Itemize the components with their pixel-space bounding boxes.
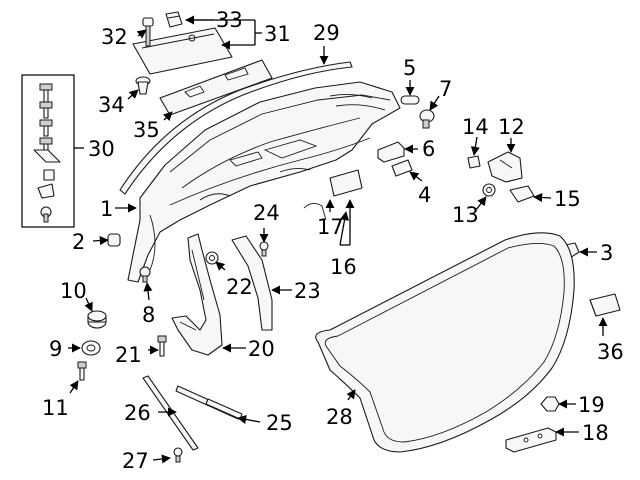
clip-2 (107, 233, 121, 247)
callout-10: 10 (60, 279, 87, 303)
callout-14: 14 (462, 115, 489, 139)
callout-8: 8 (142, 303, 155, 327)
stopper-10 (87, 310, 107, 329)
callout-1: 1 (100, 197, 113, 221)
callout-19: 19 (578, 393, 605, 417)
callout-13: 13 (452, 203, 479, 227)
callout-36: 36 (597, 340, 624, 364)
part-14 (467, 155, 481, 169)
license-plate-bracket (132, 27, 233, 75)
bracket-6 (377, 141, 405, 163)
clip-33 (165, 11, 183, 28)
part-5 (400, 95, 420, 105)
callout-16: 16 (330, 255, 357, 279)
callout-5: 5 (403, 56, 416, 80)
callout-23: 23 (294, 279, 321, 303)
clip-34 (135, 76, 151, 95)
callout-15: 15 (554, 187, 581, 211)
callout-labels: 1 2 3 4 5 6 7 8 9 10 11 12 13 14 15 16 1… (42, 8, 624, 473)
callout-21: 21 (115, 343, 142, 367)
strut-25 (175, 385, 243, 420)
callout-33: 33 (216, 8, 243, 32)
module-36 (589, 293, 621, 317)
part-7 (419, 109, 435, 129)
hinge-20 (171, 233, 223, 356)
lid-seal-strip (119, 61, 353, 195)
bracket-15 (509, 185, 535, 203)
callout-32: 32 (101, 25, 128, 49)
callout-2: 2 (72, 230, 85, 254)
bolt-11 (77, 361, 87, 381)
nut-13 (482, 183, 496, 197)
strut-26 (142, 375, 199, 451)
callout-11: 11 (42, 396, 69, 420)
callout-24: 24 (253, 201, 280, 225)
leader-lines (68, 19, 608, 464)
weatherstrip-28 (315, 232, 575, 453)
callout-4: 4 (418, 183, 431, 207)
bolt-32 (142, 17, 154, 47)
callout-22: 22 (226, 275, 253, 299)
callout-7: 7 (439, 77, 452, 101)
callout-20: 20 (248, 337, 275, 361)
garnish-panel-35 (159, 59, 273, 116)
bolt-27 (173, 447, 183, 463)
callout-30: 30 (88, 137, 115, 161)
clip-24 (259, 241, 269, 257)
washer-9 (81, 340, 101, 356)
bumper-22 (205, 251, 219, 265)
hardware-kit-30 (21, 74, 75, 228)
callout-18: 18 (582, 421, 609, 445)
callout-9: 9 (49, 337, 62, 361)
lamp-17 (303, 169, 363, 221)
bracket-18 (505, 427, 557, 453)
callout-26: 26 (124, 401, 151, 425)
nut-19 (540, 396, 560, 412)
callout-31: 31 (264, 22, 291, 46)
callout-27: 27 (122, 449, 149, 473)
bracket-12 (487, 151, 523, 183)
callout-12: 12 (498, 115, 525, 139)
callout-29: 29 (313, 21, 340, 45)
callout-35: 35 (133, 118, 160, 142)
trunk-lid (127, 81, 401, 283)
bolt-21 (157, 335, 167, 357)
callout-3: 3 (600, 241, 613, 265)
callout-6: 6 (422, 137, 435, 161)
callout-17: 17 (317, 215, 344, 239)
part-4 (391, 159, 413, 177)
callout-28: 28 (326, 405, 353, 429)
trim-23 (231, 235, 273, 331)
callout-25: 25 (266, 411, 293, 435)
bumper-8 (139, 266, 151, 283)
callout-34: 34 (98, 93, 125, 117)
